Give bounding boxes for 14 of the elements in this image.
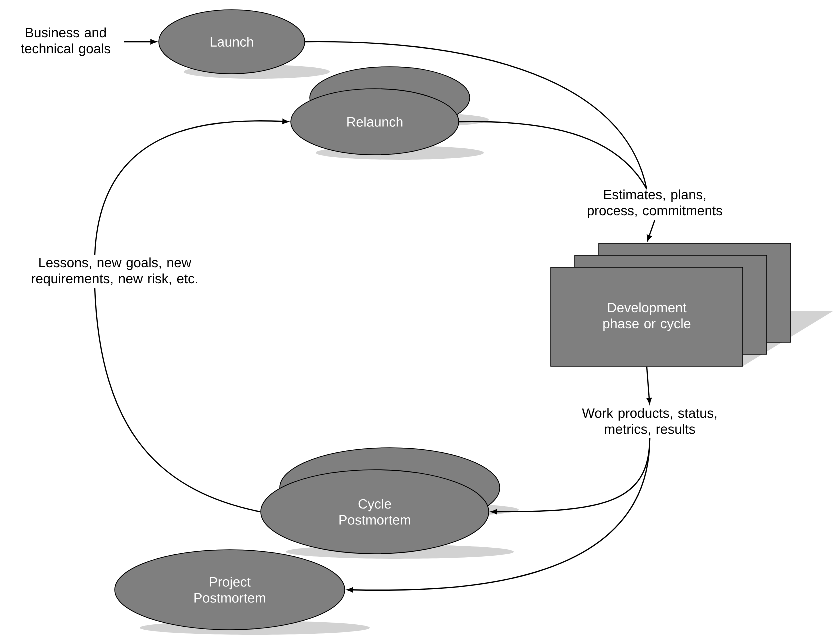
arrow	[646, 366, 652, 404]
stacked-box: Development phase or cycle	[550, 243, 833, 367]
ellipse-stack: Launch	[158, 10, 330, 79]
label-text: Business and technical goals	[21, 28, 111, 56]
ellipse-stack: Cycle Postmortem	[260, 448, 519, 559]
arrow	[347, 438, 651, 593]
label-text: Lessons, new goals, new requirements, new risk, etc.	[32, 258, 198, 286]
arrow	[94, 119, 289, 256]
label-text: Work products, status, metrics, results	[582, 408, 717, 436]
ellipse-stack: Relaunch	[290, 66, 489, 160]
ellipse-stack: Project Postmortem	[114, 550, 370, 635]
arrow	[124, 39, 157, 45]
arrow	[647, 220, 656, 242]
label-text: Estimates, plans, process, commitments	[588, 190, 722, 218]
